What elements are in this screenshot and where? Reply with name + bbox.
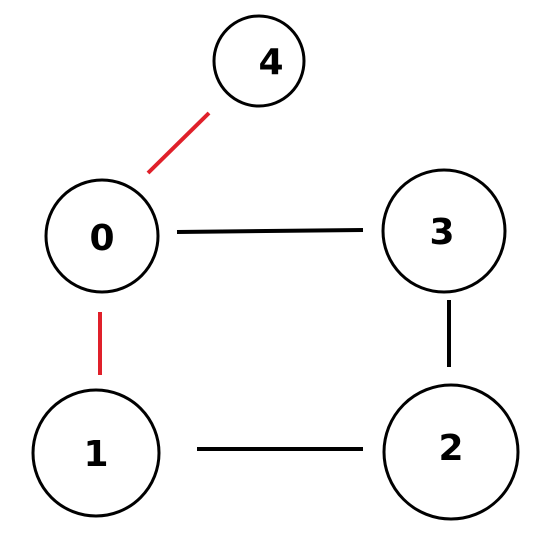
edge-0-4 [146, 111, 211, 175]
node-1: 1 [31, 388, 161, 518]
node-4-circle [212, 14, 306, 108]
node-4-label: 4 [258, 42, 283, 83]
node-2-circle [382, 383, 520, 521]
node-1-label: 1 [83, 434, 108, 475]
node-2-label: 2 [438, 428, 463, 469]
node-0-circle [44, 178, 160, 294]
node-3-label: 3 [429, 212, 454, 253]
edge-0-3 [176, 228, 364, 234]
node-3-circle [381, 168, 507, 294]
node-0: 0 [44, 178, 160, 294]
node-2: 2 [382, 383, 520, 521]
node-3: 3 [381, 168, 507, 294]
node-4: 4 [212, 14, 306, 108]
node-0-label: 0 [89, 218, 114, 259]
node-1-circle [31, 388, 161, 518]
